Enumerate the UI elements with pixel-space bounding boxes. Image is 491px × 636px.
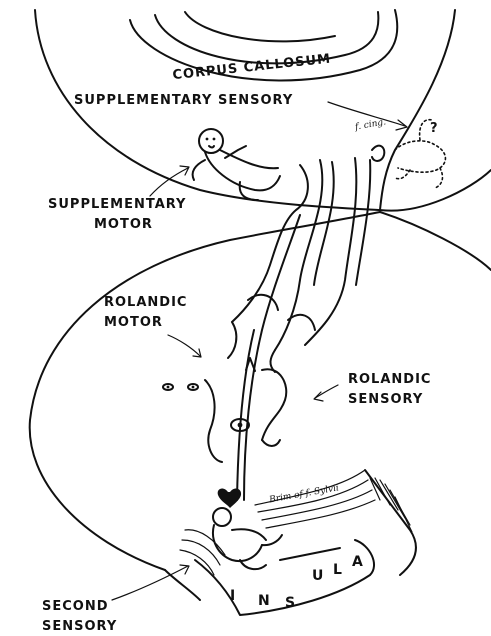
second-sensory-label-line2: SENSORY (42, 619, 117, 634)
insula-letter-4: U (312, 568, 325, 584)
supplementary-motor-arrowhead (180, 166, 189, 175)
insula-letter-2: N (258, 593, 272, 609)
supplementary-motor-figure (193, 129, 280, 200)
rolandic-sensory-label-line1: ROLANDIC (348, 372, 431, 387)
opercular-hatching (180, 530, 225, 575)
second-sensory-figure (213, 508, 282, 569)
rolandic-limb-strip (228, 158, 370, 372)
rolandic-motor-arrow (168, 335, 200, 356)
second-sensory-arrow (112, 566, 188, 600)
rolandic-sensory-label-line2: SENSORY (348, 392, 423, 407)
supplementary-motor-label-line2: MOTOR (94, 217, 153, 232)
rolandic-motor-label-line1: ROLANDIC (104, 295, 187, 310)
supplementary-motor-label-line1: SUPPLEMENTARY (48, 197, 186, 212)
insula-letter-3: S (285, 595, 297, 611)
f-cing-label: f. cing. (353, 117, 386, 132)
face-region (163, 369, 286, 462)
tongue-mark (218, 488, 241, 508)
insula-inner-line (280, 548, 340, 560)
insula-letter-6: A (352, 554, 365, 570)
insula-letter-5: L (333, 562, 344, 578)
second-sensory-label-line1: SECOND (42, 599, 109, 614)
supplementary-sensory-label: SUPPLEMENTARY SENSORY (74, 93, 293, 108)
small-foot-mark (372, 146, 384, 161)
question-mark: ? (430, 121, 439, 136)
insula-letter-1: I (230, 588, 237, 604)
rolandic-sensory-arrow (315, 385, 338, 398)
central-sulcus-line-2 (237, 330, 254, 500)
rolandic-motor-label-line2: MOTOR (104, 315, 163, 330)
